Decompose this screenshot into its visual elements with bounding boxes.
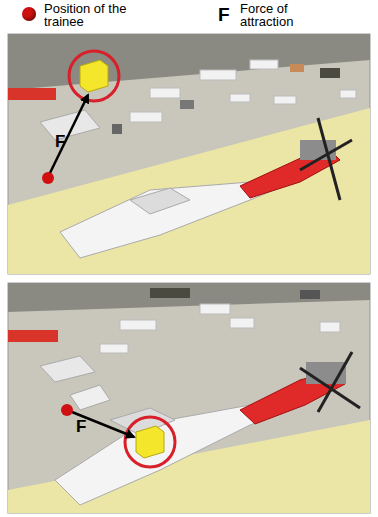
panel-bottom	[8, 283, 370, 513]
legend-text: Position of the trainee	[44, 2, 164, 28]
panel-top	[8, 34, 370, 274]
force-label: F	[76, 418, 86, 435]
force-label: F	[55, 133, 65, 150]
force-label: F	[218, 6, 230, 23]
legend-swatch	[22, 7, 36, 21]
legend-text: Force of attraction	[240, 2, 320, 28]
